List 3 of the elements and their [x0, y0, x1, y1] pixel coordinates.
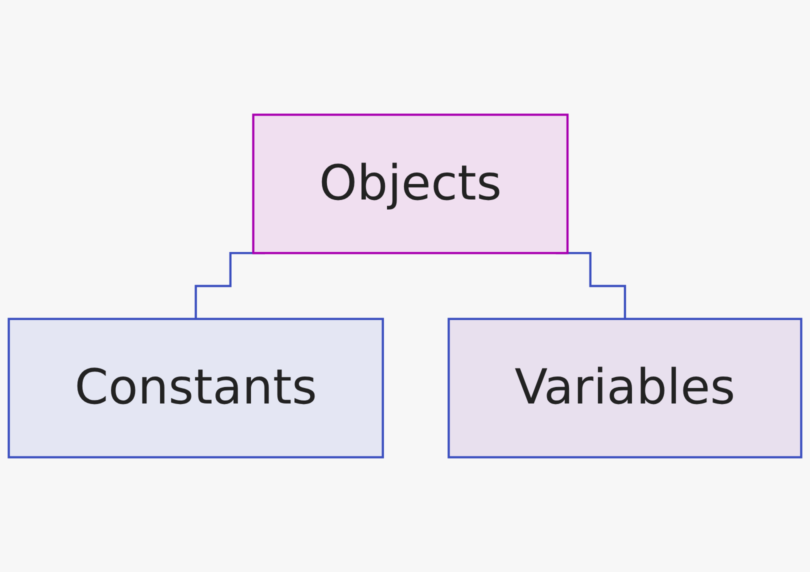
node-box: Variables	[448, 318, 802, 458]
node-box: Objects	[252, 114, 569, 254]
node-box: Constants	[8, 318, 384, 458]
